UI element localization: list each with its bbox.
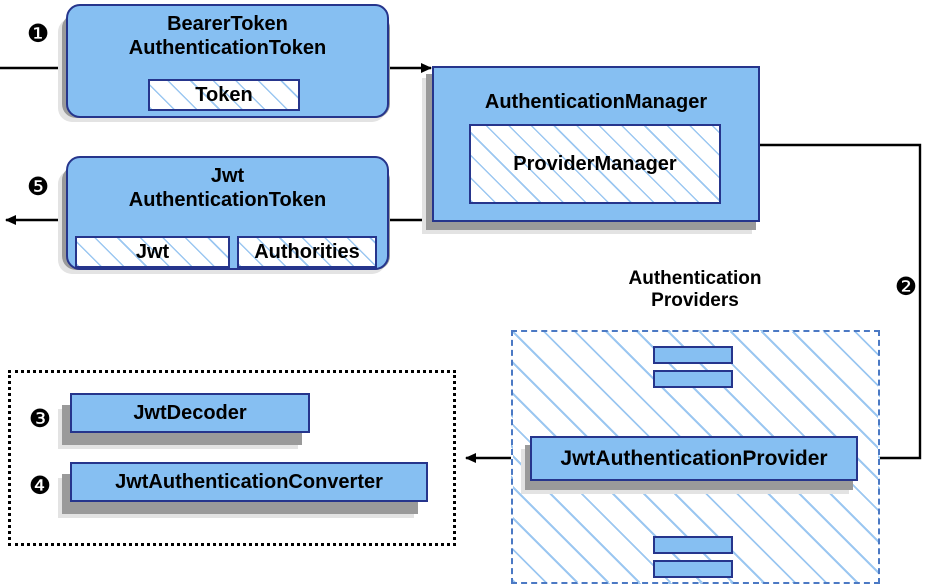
jwt-authentication-converter-title: JwtAuthenticationConverter: [115, 470, 383, 493]
step-badge-2: ❷: [894, 272, 918, 301]
jwt-authentication-converter-node[interactable]: JwtAuthenticationConverter: [70, 462, 428, 502]
provider-bar-upper-1: [653, 346, 733, 364]
bearer-token-title-line2: AuthenticationToken: [128, 36, 327, 59]
jwt-token-title-line1: Jwt: [210, 165, 245, 187]
provider-bar-lower-1: [653, 536, 733, 554]
jwt-decoder-title: JwtDecoder: [133, 401, 247, 424]
jwt-token-title: Jwt AuthenticationToken: [68, 158, 387, 212]
step-badge-5: ❺: [26, 172, 50, 201]
authentication-manager-title: AuthenticationManager: [484, 91, 708, 113]
jwt-authentication-provider-node[interactable]: JwtAuthenticationProvider: [530, 436, 858, 481]
jwt-support-region: [8, 370, 456, 546]
provider-manager-inner-box[interactable]: ProviderManager: [469, 124, 721, 204]
provider-bar-upper-2: [653, 370, 733, 388]
step-badge-1: ❶: [26, 19, 50, 48]
provider-bar-lower-2: [653, 560, 733, 578]
authentication-providers-label-line2: Providers: [651, 290, 739, 312]
bearer-token-title: BearerToken AuthenticationToken: [68, 6, 387, 60]
jwt-authentication-provider-title: JwtAuthenticationProvider: [560, 446, 828, 470]
step-badge-3: ❸: [28, 404, 52, 433]
authorities-inner-box[interactable]: Authorities: [237, 236, 377, 268]
token-label: Token: [195, 83, 253, 106]
step-badge-4: ❹: [28, 471, 52, 500]
jwt-decoder-node[interactable]: JwtDecoder: [70, 393, 310, 433]
authentication-providers-label: Authentication Providers: [595, 268, 795, 313]
jwt-label: Jwt: [135, 240, 170, 263]
bearer-token-title-line1: BearerToken: [167, 13, 288, 35]
authentication-providers-label-line1: Authentication: [628, 268, 762, 289]
authorities-label: Authorities: [254, 240, 360, 263]
jwt-inner-box[interactable]: Jwt: [75, 236, 230, 268]
token-inner-box[interactable]: Token: [148, 79, 300, 111]
provider-manager-title: ProviderManager: [513, 152, 677, 175]
jwt-token-title-line2: AuthenticationToken: [128, 188, 327, 211]
connector-provider-manager-to-jwt-provider: [760, 143, 922, 463]
